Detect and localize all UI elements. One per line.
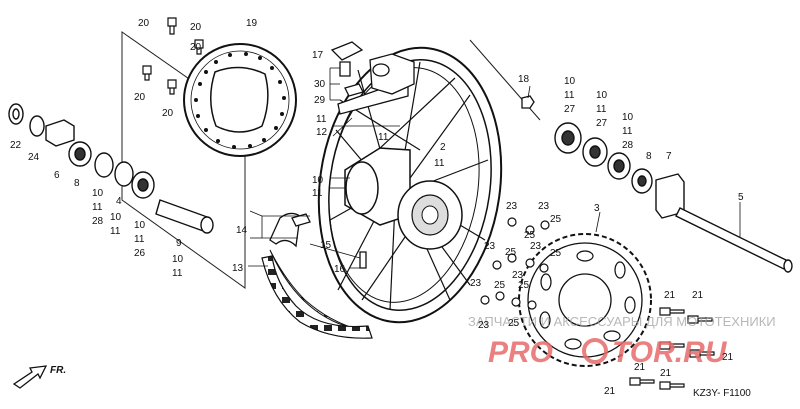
callout-label: 13: [232, 263, 244, 274]
callout-label: 30: [314, 79, 326, 90]
callout-labels: 20 20 19 20 20 20 17 30 29 11 12 11 18 2…: [10, 18, 744, 397]
callout-label: 28: [92, 216, 104, 227]
callout-label: 11: [622, 126, 633, 137]
callout-label: 10: [172, 254, 184, 265]
callout-label: 16: [334, 264, 346, 275]
callout-label: 14: [236, 225, 248, 236]
rim-lock-parts: [330, 41, 415, 115]
brake-disc: [183, 43, 297, 157]
callout-label: 5: [738, 192, 744, 203]
callout-label: 10: [110, 212, 122, 223]
callout-label: 22: [10, 140, 22, 151]
callout-label: 24: [28, 152, 40, 163]
callout-label: 7: [666, 151, 672, 162]
sprocket-bolts: [629, 307, 715, 390]
callout-label: 23: [530, 241, 542, 252]
callout-label: 20: [138, 18, 150, 29]
diagram-code: KZ3Y- F1100: [693, 388, 751, 399]
adjuster-6: [45, 119, 75, 147]
front-arrow-label: FR.: [50, 365, 66, 376]
callout-label: 29: [314, 95, 326, 106]
callout-label: 11: [92, 202, 103, 213]
callout-label: 25: [524, 230, 536, 241]
callout-label: 21: [660, 368, 672, 379]
callout-label: 10: [134, 220, 146, 231]
callout-label: 11: [378, 132, 389, 143]
driven-sprocket: [518, 233, 652, 367]
callout-label: 23: [484, 241, 496, 252]
right-side-parts: [554, 122, 793, 273]
callout-label: 27: [564, 104, 576, 115]
watermark-gear-icon: [582, 338, 608, 364]
callout-label: 11: [596, 104, 607, 115]
callout-label: 25: [550, 214, 562, 225]
callout-label: 11: [110, 226, 121, 237]
callout-label: 25: [550, 248, 562, 259]
front-direction-arrow: FR.: [12, 365, 66, 389]
callout-label: 23: [506, 201, 518, 212]
callout-label: 10: [564, 76, 576, 87]
callout-label: 20: [190, 22, 202, 33]
callout-label: 8: [74, 178, 80, 189]
bearing-10: [94, 152, 114, 178]
sprocket-nuts: [480, 217, 550, 310]
callout-label: 23: [470, 278, 482, 289]
callout-label: 8: [646, 151, 652, 162]
callout-label: 25: [518, 280, 530, 291]
callout-label: 11: [172, 268, 183, 279]
watermark-brand-left: PRO: [488, 336, 553, 369]
callout-label: 21: [692, 290, 704, 301]
callout-label: 3: [594, 203, 600, 214]
rear-wheel: [261, 46, 503, 339]
callout-label: 19: [246, 18, 258, 29]
callout-label: 23: [538, 201, 550, 212]
watermark-brand-right: TOR.RU: [612, 336, 728, 369]
callout-label: 6: [54, 170, 60, 181]
callout-label: 21: [604, 386, 616, 397]
callout-label: 23: [478, 320, 490, 331]
bearing-4: [114, 161, 134, 187]
watermark: ЗАПЧАСТИ И АКСЕССУАРЫ ДЛЯ МОТОТЕХНИКИ PR…: [468, 314, 776, 369]
callout-label: 11: [312, 188, 323, 199]
callout-label: 10: [92, 188, 104, 199]
callout-label: 11: [434, 158, 445, 169]
spacer-24: [29, 115, 45, 137]
callout-label: 20: [134, 92, 146, 103]
callout-label: 26: [134, 248, 146, 259]
callout-label: 25: [505, 247, 517, 258]
callout-label: 9: [176, 238, 182, 249]
callout-label: 2: [440, 142, 446, 153]
callout-label: 10: [622, 112, 634, 123]
callout-label: 20: [190, 42, 202, 53]
callout-label: 17: [312, 50, 324, 61]
left-side-parts: [8, 103, 214, 234]
callout-label: 21: [664, 290, 676, 301]
callout-label: 25: [508, 318, 520, 329]
callout-label: 18: [518, 74, 530, 85]
callout-label: 21: [634, 362, 646, 373]
callout-label: 20: [162, 108, 174, 119]
callout-label: 28: [622, 140, 634, 151]
callout-label: 11: [316, 114, 327, 125]
callout-label: 12: [316, 127, 328, 138]
callout-label: 11: [564, 90, 575, 101]
callout-label: 23: [512, 270, 524, 281]
callout-label: 4: [116, 196, 122, 207]
callout-label: 10: [312, 175, 324, 186]
callout-label: 21: [722, 352, 734, 363]
callout-label: 10: [596, 90, 608, 101]
callout-label: 25: [494, 280, 506, 291]
axle-5: [675, 207, 791, 271]
disc-bolts: [142, 17, 204, 95]
callout-label: 11: [134, 234, 145, 245]
callout-label: 27: [596, 118, 608, 129]
callout-label: 15: [320, 240, 332, 251]
watermark-text: ЗАПЧАСТИ И АКСЕССУАРЫ ДЛЯ МОТОТЕХНИКИ: [468, 314, 776, 329]
leader-lines: [248, 67, 741, 269]
